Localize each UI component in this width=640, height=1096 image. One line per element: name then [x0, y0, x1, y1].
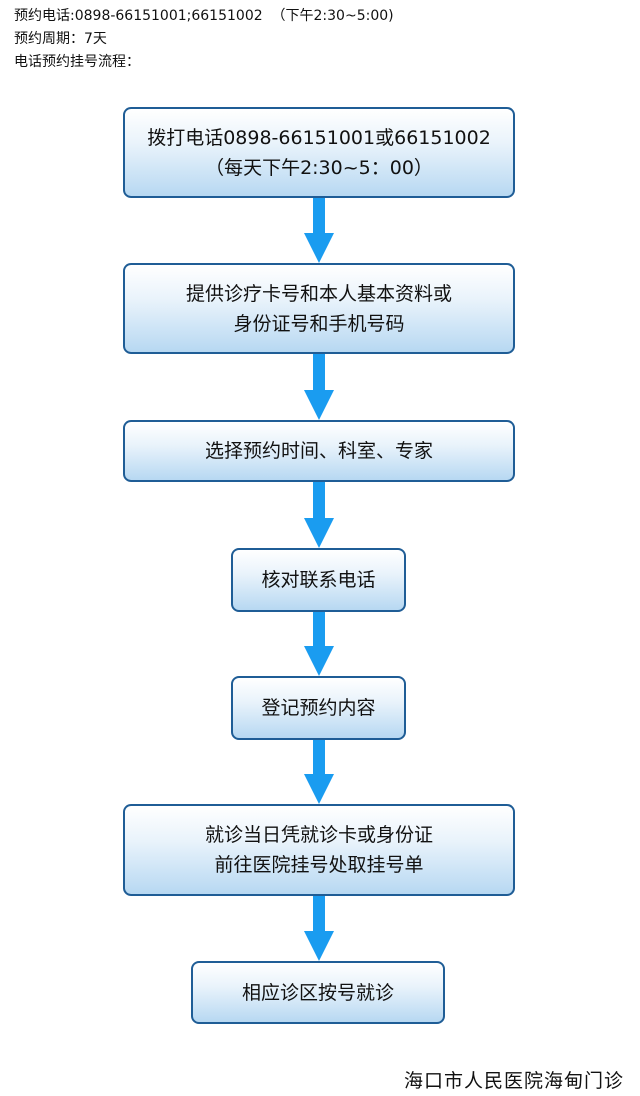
step-7-consultation: 相应诊区按号就诊 [191, 961, 445, 1024]
step-4-verify-phone: 核对联系电话 [231, 548, 406, 612]
step-1-line-1: 拨打电话0898-66151001或66151002 [147, 126, 491, 149]
process-title: 电话预约挂号流程： [14, 54, 140, 70]
organization-name: 海口市人民医院海甸门诊 [403, 1070, 624, 1092]
booking-period: 预约周期：7天 [14, 31, 107, 47]
step-5-line-1: 登记预约内容 [261, 697, 376, 719]
step-6-pickup-ticket: 就诊当日凭就诊卡或身份证 前往医院挂号处取挂号单 [123, 804, 515, 896]
arrow-down-icon [304, 482, 334, 548]
step-4-line-1: 核对联系电话 [261, 569, 376, 591]
step-3-line-1: 选择预约时间、科室、专家 [204, 440, 433, 462]
arrow-down-icon [304, 896, 334, 961]
arrow-down-icon [304, 740, 334, 804]
step-6-line-2: 前往医院挂号处取挂号单 [214, 854, 424, 876]
step-2-line-1: 提供诊疗卡号和本人基本资料或 [185, 282, 452, 305]
step-6-line-1: 就诊当日凭就诊卡或身份证 [204, 824, 433, 846]
step-2-provide-info: 提供诊疗卡号和本人基本资料或 身份证号和手机号码 [123, 263, 515, 354]
phone-info: 预约电话:0898-66151001;66151002 （下午2:30~5:00… [14, 8, 394, 24]
step-2-line-2: 身份证号和手机号码 [233, 312, 405, 335]
step-1-line-2: （每天下午2:30~5：00） [205, 156, 433, 179]
step-7-line-1: 相应诊区按号就诊 [241, 981, 394, 1004]
step-5-register: 登记预约内容 [231, 676, 406, 740]
arrow-down-icon [304, 612, 334, 676]
arrow-down-icon [304, 354, 334, 420]
step-3-select-time: 选择预约时间、科室、专家 [123, 420, 515, 482]
arrow-down-icon [304, 198, 334, 263]
step-1-call: 拨打电话0898-66151001或66151002 （每天下午2:30~5：0… [123, 107, 515, 198]
